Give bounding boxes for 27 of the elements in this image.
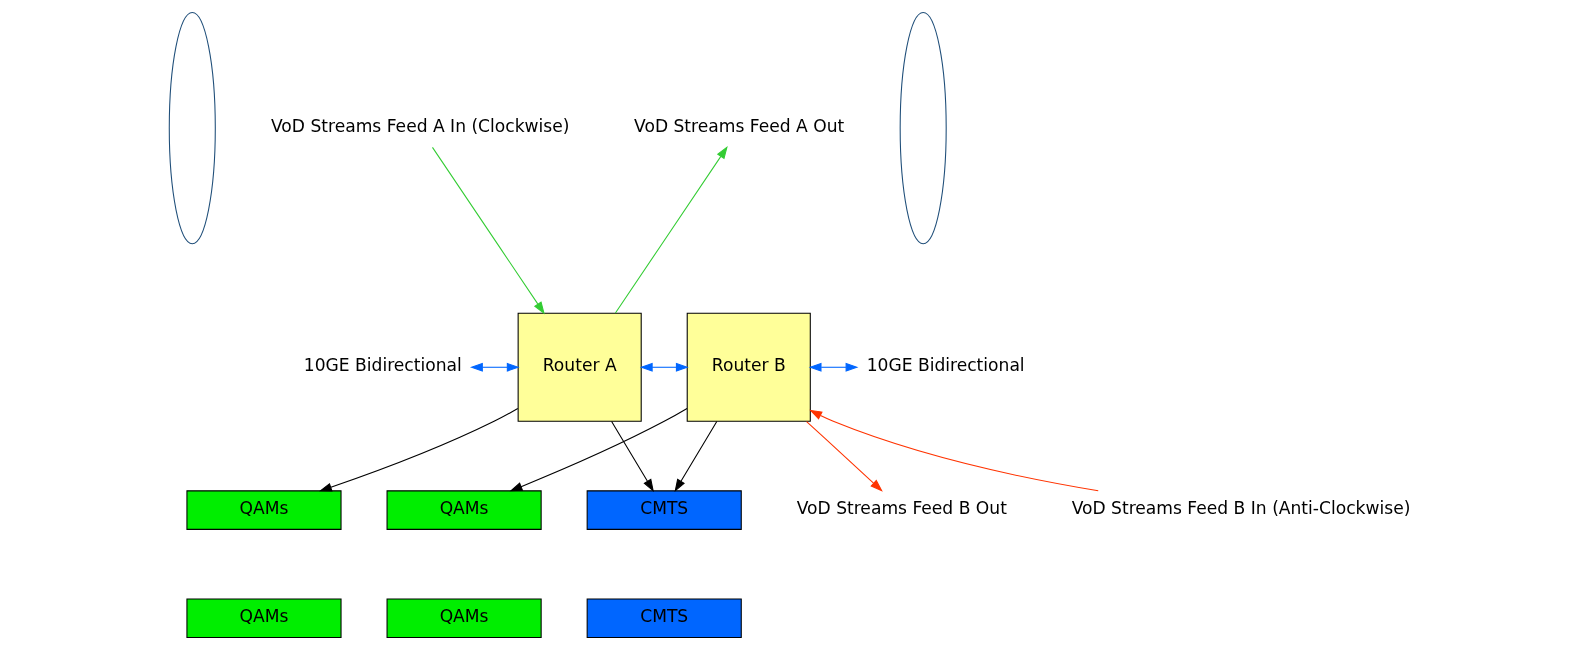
node-box: CMTS bbox=[586, 490, 742, 530]
node-ellipse bbox=[168, 12, 216, 245]
arrow bbox=[319, 407, 519, 492]
node-box: QAMs bbox=[186, 490, 342, 530]
arrow bbox=[809, 409, 1099, 492]
arrow bbox=[674, 421, 718, 492]
node-text: VoD Streams Feed B Out bbox=[796, 498, 1007, 519]
arrow bbox=[808, 362, 859, 372]
node-box: QAMs bbox=[386, 598, 542, 638]
node-text: VoD Streams Feed A Out bbox=[634, 116, 845, 137]
node-ellipse bbox=[899, 12, 947, 245]
node-box: Router B bbox=[686, 312, 811, 422]
arrow bbox=[611, 421, 654, 492]
arrow bbox=[431, 146, 545, 315]
node-text: VoD Streams Feed A In (Clockwise) bbox=[270, 116, 570, 137]
arrow bbox=[806, 421, 883, 492]
node-text: 10GE Bidirectional bbox=[303, 355, 462, 376]
arrow bbox=[614, 146, 728, 314]
node-box: CMTS bbox=[586, 598, 742, 638]
node-box: QAMs bbox=[186, 598, 342, 638]
arrow bbox=[509, 407, 688, 492]
node-box: QAMs bbox=[386, 490, 542, 530]
node-text: VoD Streams Feed B In (Anti-Clockwise) bbox=[1071, 498, 1411, 519]
arrow bbox=[639, 362, 689, 372]
node-box: Router A bbox=[517, 312, 642, 422]
arrow bbox=[470, 362, 520, 372]
node-text: 10GE Bidirectional bbox=[866, 355, 1025, 376]
